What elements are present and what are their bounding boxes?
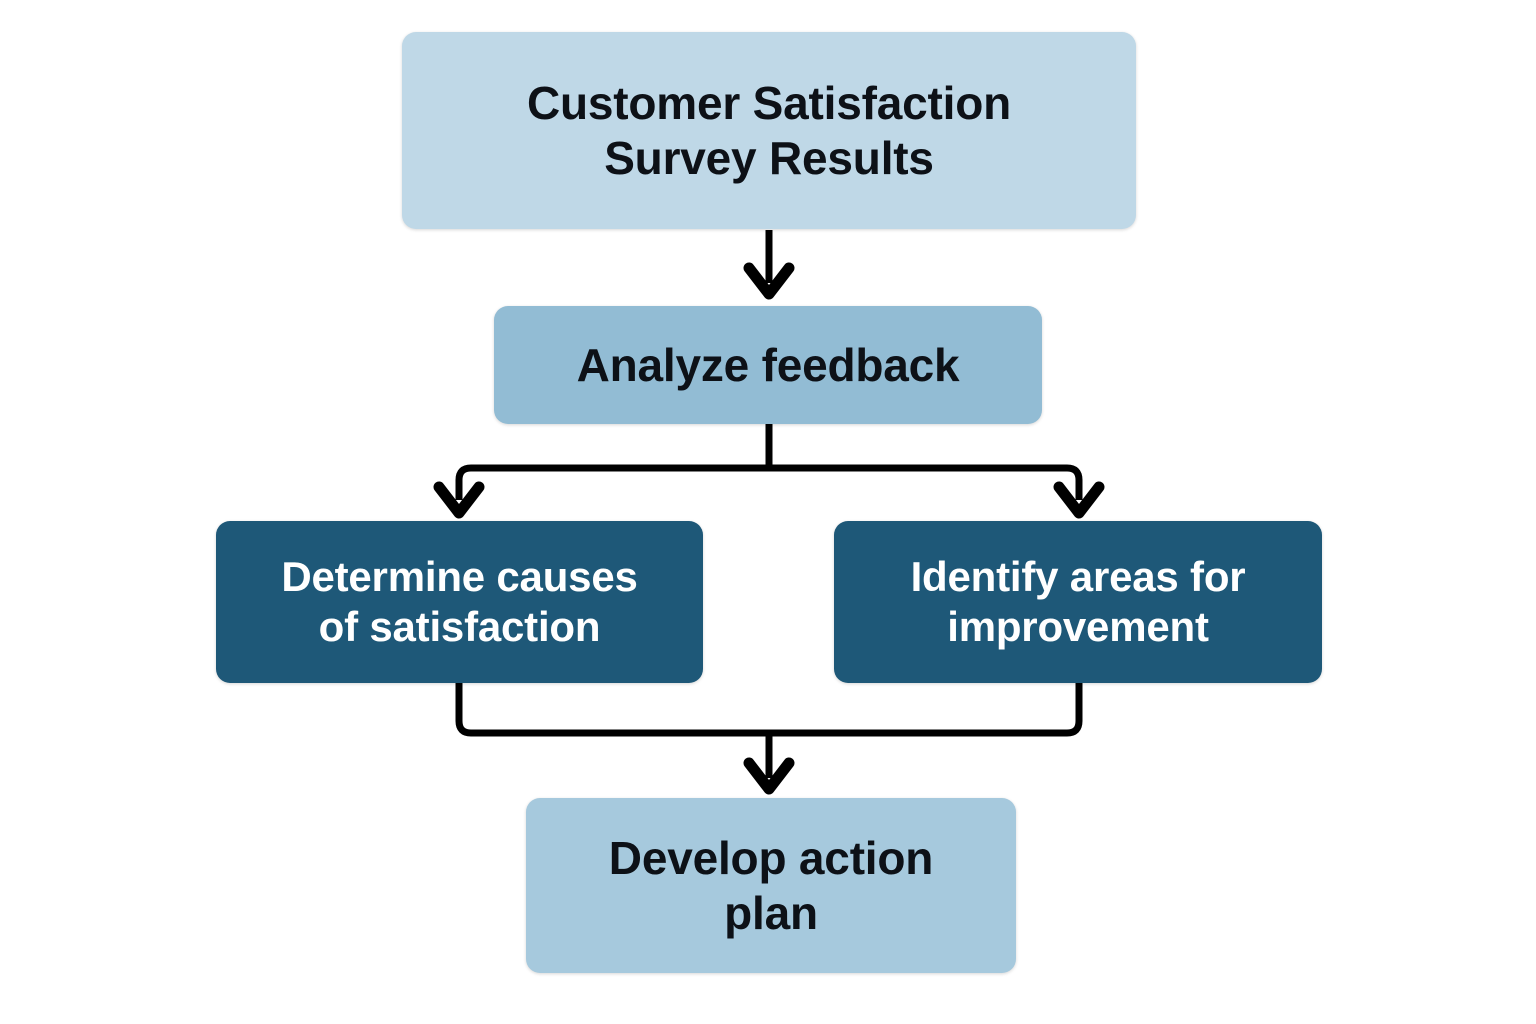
edge-causes-plan [455,683,769,737]
flow-node-customer-satisfaction-survey-results[interactable]: Customer Satisfaction Survey Results [402,32,1136,229]
flow-node-develop-action-plan[interactable]: Develop action plan [526,798,1016,973]
edge-improve-plan [769,683,1083,737]
edge-start-analyze [743,230,795,300]
flow-node-analyze-feedback[interactable]: Analyze feedback [494,306,1042,424]
edge-analyze-causes [433,464,769,519]
flow-node-identify-areas-for-improvement[interactable]: Identify areas for improvement [834,521,1322,683]
edge-analyze-improve [769,464,1105,519]
edge-merge-plan-stem [743,733,795,795]
flow-node-determine-causes-of-satisfaction[interactable]: Determine causes of satisfaction [216,521,703,683]
flow-node-label: Identify areas for improvement [910,553,1246,650]
flow-node-label: Analyze feedback [576,338,960,391]
flow-node-label: Customer Satisfaction Survey Results [526,77,1011,184]
flow-node-label: Develop action plan [608,832,934,939]
flow-node-label: Determine causes of satisfaction [281,553,638,650]
